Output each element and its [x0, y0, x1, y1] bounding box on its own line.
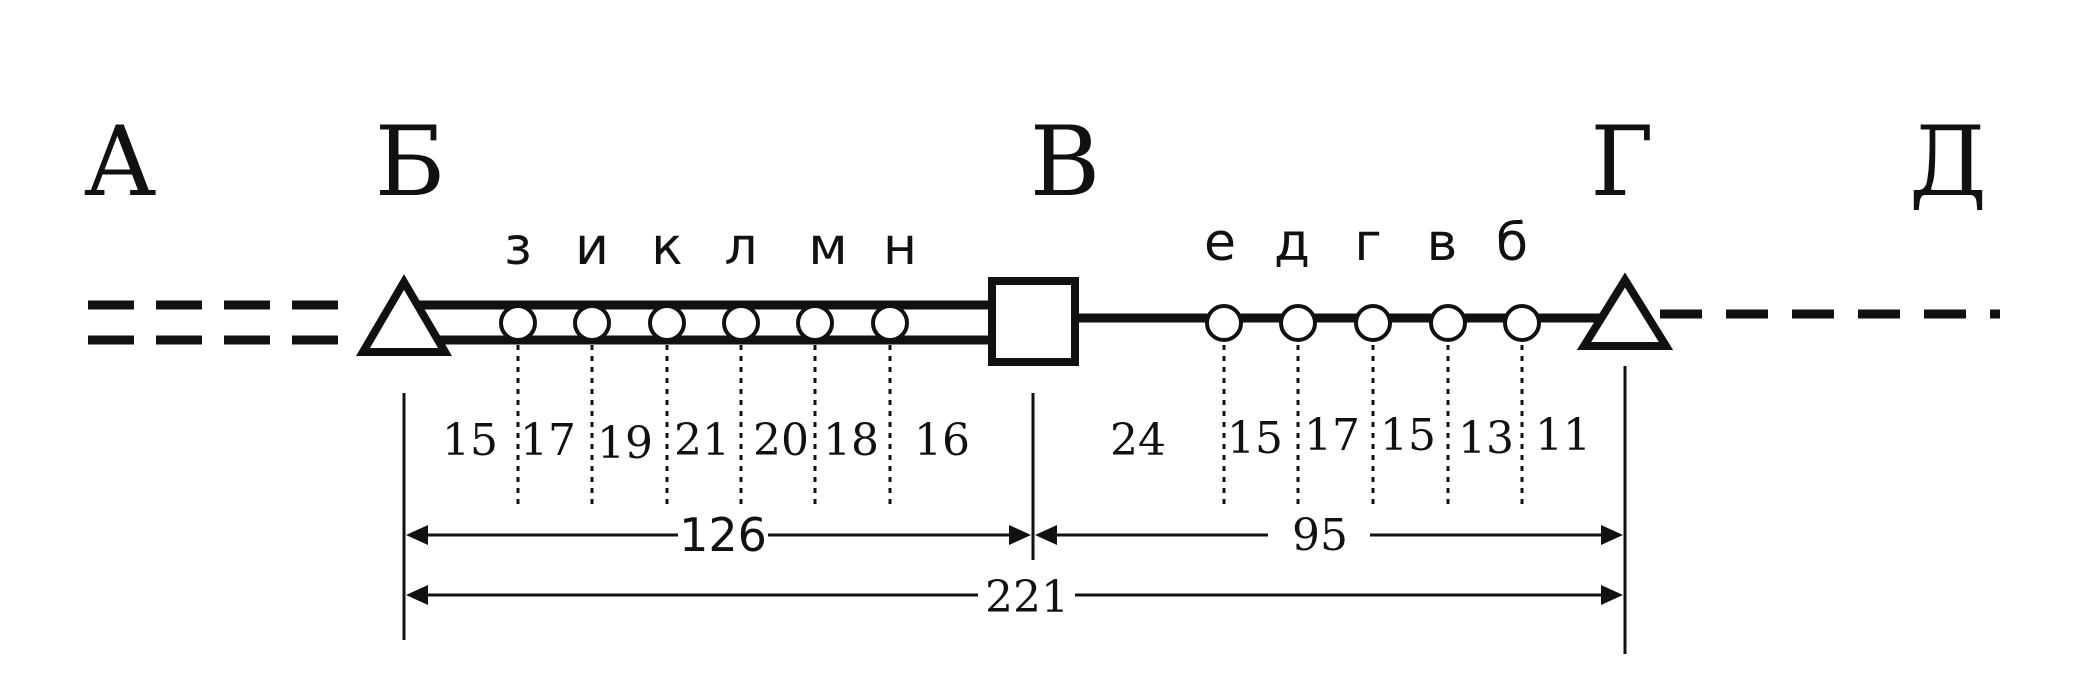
station-extension-lines [402, 366, 1627, 654]
dimension-left: 126 [406, 508, 1031, 562]
stop-circle [1503, 304, 1541, 342]
station-triangle-b [356, 274, 452, 356]
stops-right [1205, 304, 1541, 342]
segment-label: 15 [1380, 410, 1436, 461]
station-label-v: В [1030, 106, 1101, 218]
segment-label: 21 [674, 415, 730, 466]
stop-circle [722, 304, 760, 342]
stop-circle [499, 304, 537, 342]
stop-label-e: е [1204, 213, 1236, 273]
stop-label-i: и [575, 217, 609, 277]
dashed-double-track-left [88, 300, 360, 345]
stop-circle [573, 304, 611, 342]
distance-label-right: 95 [1292, 510, 1348, 561]
stop-label-m: м [808, 217, 847, 277]
segment-label: 17 [1304, 410, 1360, 461]
distance-label-left: 126 [679, 508, 767, 562]
stops-left [499, 304, 909, 342]
station-label-g: Г [1590, 106, 1654, 218]
arrowhead-right-icon [1601, 525, 1623, 545]
station-label-d: Д [1909, 106, 1987, 218]
station-label-a: А [84, 106, 157, 218]
dimension-total: 221 [406, 572, 1623, 623]
segment-label: 11 [1535, 410, 1591, 461]
stop-label-g: г [1354, 213, 1381, 273]
stop-circle [1279, 304, 1317, 342]
segment-label: 16 [914, 415, 970, 466]
station-triangle-g [1576, 272, 1674, 350]
distance-label-total: 221 [985, 572, 1069, 623]
stop-label-z: з [504, 217, 532, 277]
arrowhead-left-icon [1035, 525, 1057, 545]
segment-label: 20 [753, 415, 809, 466]
stop-label-v: в [1427, 213, 1458, 273]
arrowhead-left-icon [406, 585, 428, 605]
stop-label-l: л [724, 217, 757, 277]
arrowhead-right-icon [1009, 525, 1031, 545]
segment-label: 24 [1110, 415, 1166, 466]
stop-circle [648, 304, 686, 342]
stop-circle [1429, 304, 1467, 342]
segment-label: 15 [1227, 413, 1283, 464]
stop-label-k: к [651, 217, 682, 277]
segment-label: 18 [823, 415, 879, 466]
station-square-v [988, 277, 1079, 366]
stop-label-n: н [883, 217, 917, 277]
segment-label: 17 [520, 415, 576, 466]
segment-label: 15 [442, 415, 498, 466]
station-label-b: Б [375, 106, 446, 218]
stop-label-b: б [1496, 213, 1528, 273]
stop-circle [1354, 304, 1392, 342]
dimension-right: 95 [1035, 510, 1623, 561]
stop-circle [871, 304, 909, 342]
arrowhead-left-icon [406, 525, 428, 545]
stop-circle [1205, 304, 1243, 342]
segment-label: 19 [597, 418, 653, 469]
segment-label: 13 [1458, 413, 1514, 464]
stop-label-d: д [1274, 213, 1310, 273]
stop-circle [796, 304, 834, 342]
arrowhead-right-icon [1601, 585, 1623, 605]
segment-dividers [516, 345, 1524, 505]
